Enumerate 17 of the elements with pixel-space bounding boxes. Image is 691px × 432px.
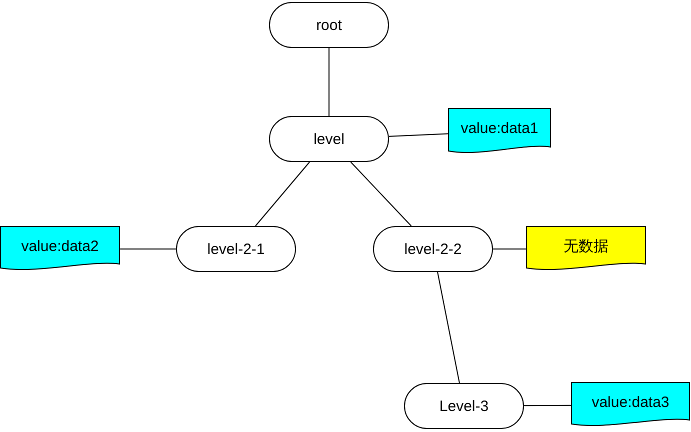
connector-line — [120, 248, 176, 250]
rounded-box: level-2-1 — [176, 226, 296, 272]
connector-line — [492, 248, 526, 250]
rounded-box: root — [269, 2, 389, 48]
connector-line — [328, 48, 330, 116]
rounded-box: level-2-2 — [373, 226, 493, 272]
note-shape: value:data1 — [448, 108, 551, 155]
rounded-box: Level-3 — [404, 383, 524, 429]
connector-line — [437, 272, 460, 384]
note-shape: value:data2 — [0, 226, 120, 272]
rounded-box: level — [269, 116, 389, 162]
note-shape: 无数据 — [526, 226, 646, 272]
note-shape: value:data3 — [571, 382, 690, 428]
connector-line — [254, 162, 310, 226]
connector-line — [350, 162, 412, 226]
connector-line — [388, 133, 448, 137]
connector-line — [524, 404, 572, 406]
